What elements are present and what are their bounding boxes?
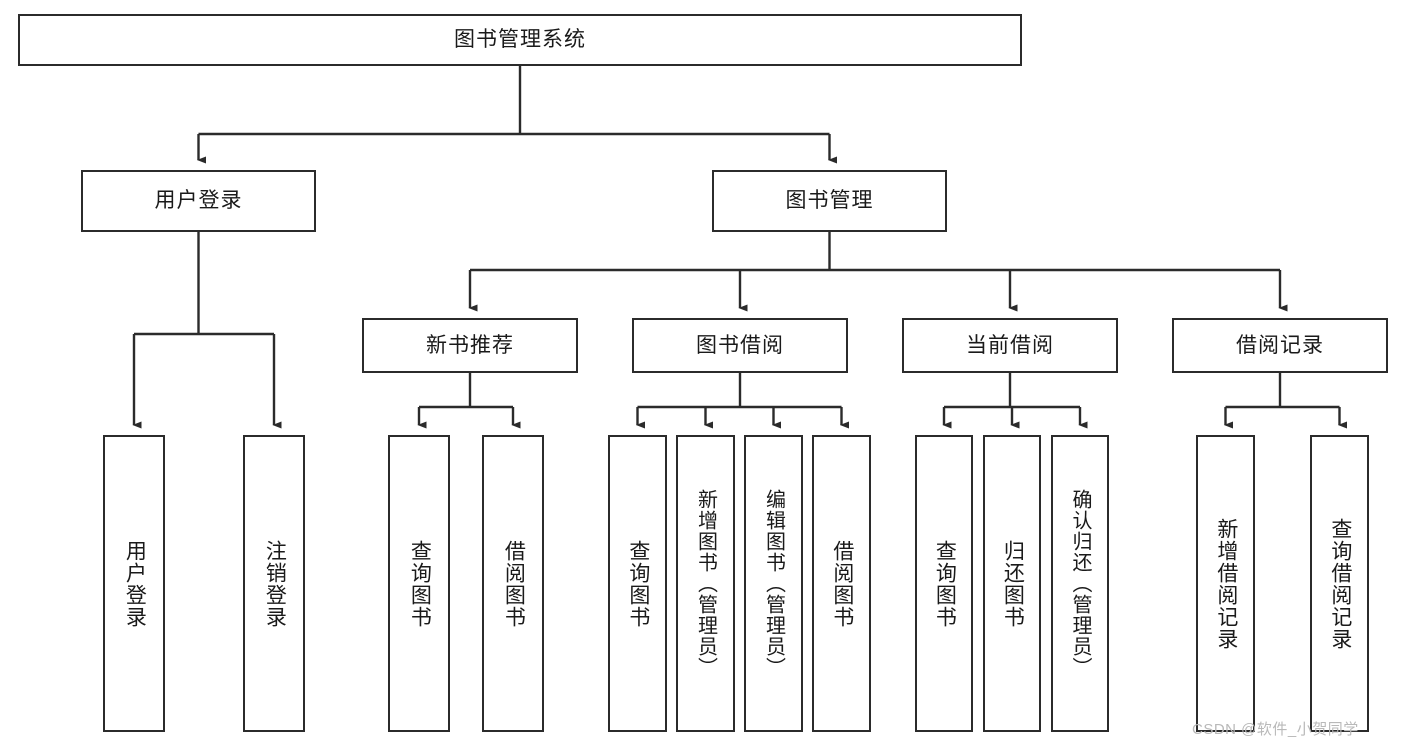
node-user-login[interactable]: 用户登录 bbox=[81, 170, 316, 232]
leaf-new-borrow-book[interactable]: 借阅图书 bbox=[482, 435, 544, 732]
node-label: 查询借阅记录 bbox=[1328, 517, 1352, 650]
node-root-system[interactable]: 图书管理系统 bbox=[18, 14, 1022, 66]
node-new-book-recommend[interactable]: 新书推荐 bbox=[362, 318, 578, 373]
node-book-borrow[interactable]: 图书借阅 bbox=[632, 318, 848, 373]
node-current-borrow[interactable]: 当前借阅 bbox=[902, 318, 1118, 373]
node-label: 查询图书 bbox=[626, 539, 650, 628]
node-label: 图书管理系统 bbox=[454, 28, 586, 52]
leaf-borrow-lend-book[interactable]: 借阅图书 bbox=[812, 435, 871, 732]
node-label: 图书管理 bbox=[785, 189, 874, 213]
node-label: 查询图书 bbox=[933, 539, 957, 628]
node-label: 借阅图书 bbox=[502, 539, 526, 628]
leaf-borrow-add-book-admin[interactable]: 新增图书（管理员） bbox=[676, 435, 735, 732]
leaf-record-add[interactable]: 新增借阅记录 bbox=[1196, 435, 1255, 732]
leaf-current-return-book[interactable]: 归还图书 bbox=[983, 435, 1041, 732]
node-label: 用户登录 bbox=[123, 539, 147, 628]
node-label: 归还图书 bbox=[1001, 539, 1025, 628]
node-label: 新增借阅记录 bbox=[1214, 517, 1238, 650]
node-label: 新书推荐 bbox=[426, 333, 514, 357]
node-label: 当前借阅 bbox=[966, 333, 1054, 357]
leaf-record-query[interactable]: 查询借阅记录 bbox=[1310, 435, 1369, 732]
leaf-current-query-book[interactable]: 查询图书 bbox=[915, 435, 973, 732]
node-label: 查询图书 bbox=[408, 539, 432, 628]
node-label: 图书借阅 bbox=[696, 333, 784, 357]
node-label: 借阅图书 bbox=[830, 539, 854, 628]
watermark-text: CSDN @软件_小贺同学 bbox=[1192, 721, 1359, 738]
node-label: 确认归还（管理员） bbox=[1069, 489, 1091, 678]
leaf-current-confirm-return-admin[interactable]: 确认归还（管理员） bbox=[1051, 435, 1109, 732]
leaf-user-login[interactable]: 用户登录 bbox=[103, 435, 165, 732]
node-label: 编辑图书（管理员） bbox=[762, 489, 785, 678]
leaf-borrow-query-book[interactable]: 查询图书 bbox=[608, 435, 667, 732]
leaf-user-logout[interactable]: 注销登录 bbox=[243, 435, 305, 732]
node-label: 借阅记录 bbox=[1236, 333, 1324, 357]
node-label: 注销登录 bbox=[263, 539, 287, 628]
node-book-management[interactable]: 图书管理 bbox=[712, 170, 947, 232]
node-borrow-record[interactable]: 借阅记录 bbox=[1172, 318, 1388, 373]
leaf-borrow-edit-book-admin[interactable]: 编辑图书（管理员） bbox=[744, 435, 803, 732]
node-label: 新增图书（管理员） bbox=[694, 489, 717, 678]
node-label: 用户登录 bbox=[154, 189, 243, 213]
leaf-new-query-book[interactable]: 查询图书 bbox=[388, 435, 450, 732]
